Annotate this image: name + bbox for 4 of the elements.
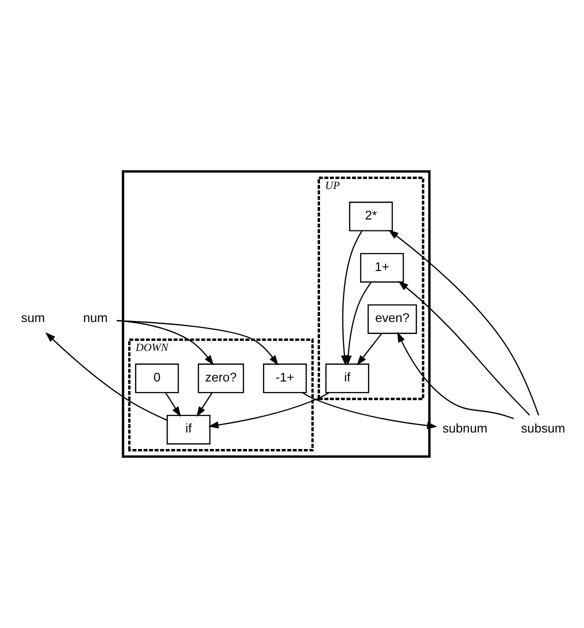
node-text: sum xyxy=(21,311,45,326)
node-text: num xyxy=(83,311,108,326)
node-text: subnum xyxy=(442,422,488,436)
node-text: subsum xyxy=(520,422,566,436)
